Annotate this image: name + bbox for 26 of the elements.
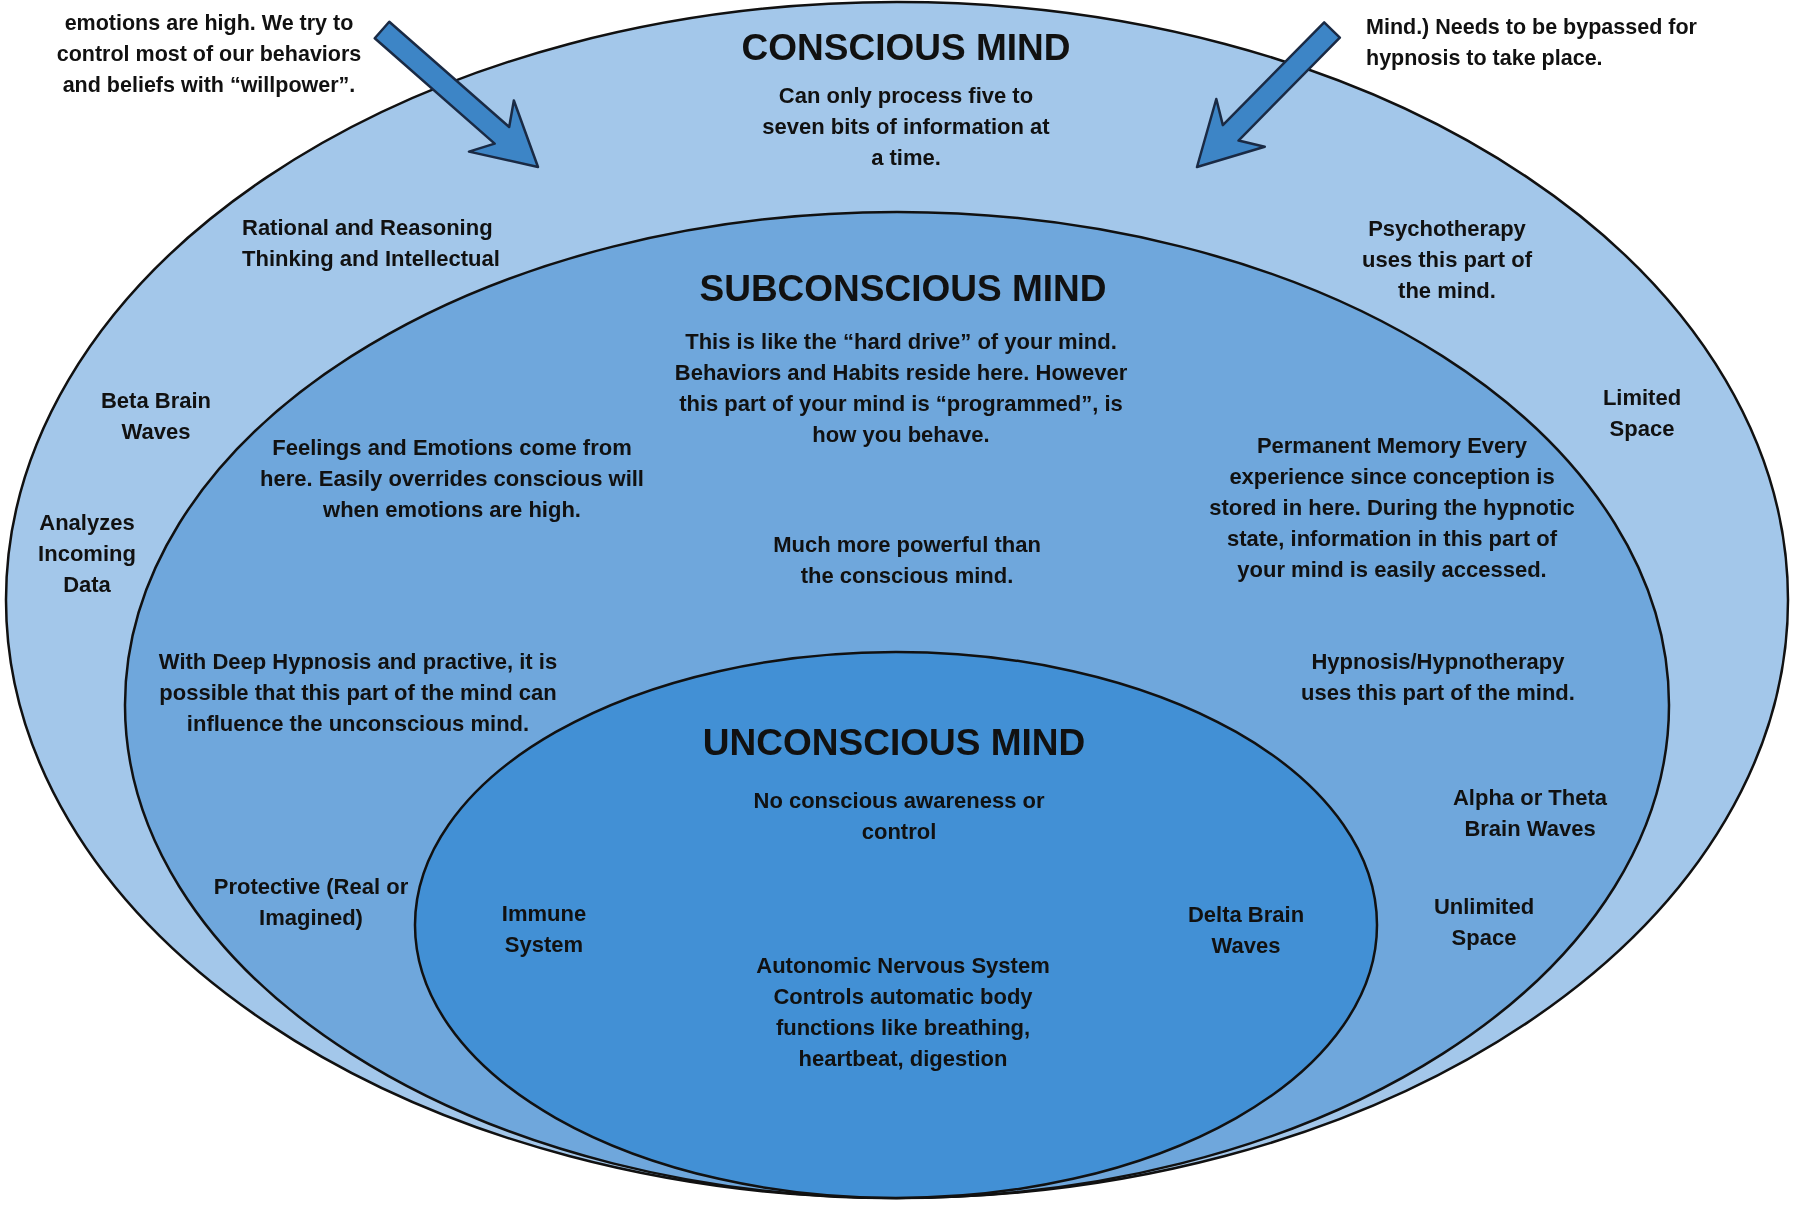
region-text: Immune System [500, 900, 588, 959]
region-text: Beta Brain Waves [99, 387, 212, 446]
region-text: Rational and Reasoning Thinking and Intellectual [242, 214, 501, 273]
region-text: Delta Brain Waves [1186, 901, 1306, 960]
region-text: Protective (Real or Imagined) [212, 873, 410, 932]
region-text: Feelings and Emotions come from here. Easily overrides conscious will when emotions are high. [259, 434, 645, 524]
region-title: SUBCONSCIOUS MIND [699, 268, 1107, 310]
region-text: With Deep Hypnosis and practive, it is possible that this part of the mind can influence the unconscious mind. [158, 648, 558, 738]
arrow [373, 20, 540, 169]
note-text: emotions are high. We try to control most of our behaviors and beliefs with “willpower”. [55, 10, 363, 99]
region-title: CONSCIOUS MIND [741, 27, 1071, 69]
region-text: Permanent Memory Every experience since conception is stored in here. During the hypnotic state, information in this part of your mind is easily accessed. [1208, 432, 1576, 584]
region-text: Alpha or Theta Brain Waves [1452, 784, 1608, 843]
region-text: Psychotherapy uses this part of the mind. [1361, 215, 1533, 305]
region-text: This is like the “hard drive” of your mind. Behaviors and Habits reside here. However this part of your mind is “programmed”, is how you behave. [673, 328, 1129, 449]
region-title: UNCONSCIOUS MIND [702, 722, 1086, 764]
region-text: Analyzes Incoming Data [37, 509, 137, 599]
note-text: Mind.) Needs to be bypassed for hypnosis to take place. [1366, 14, 1698, 72]
arrow [1195, 21, 1342, 169]
region-text: No conscious awareness or control [752, 787, 1046, 846]
region-text: Unlimited Space [1432, 893, 1536, 952]
region-text: Limited Space [1601, 384, 1683, 443]
region-text: Much more powerful than the conscious mind. [772, 531, 1042, 590]
region-text: Autonomic Nervous System Controls automatic body functions like breathing, heartbeat, digestion [755, 952, 1051, 1073]
region-text: Can only process five to seven bits of information at a time. [761, 82, 1051, 172]
region-text: Hypnosis/Hypnotherapy uses this part of the mind. [1300, 648, 1576, 707]
